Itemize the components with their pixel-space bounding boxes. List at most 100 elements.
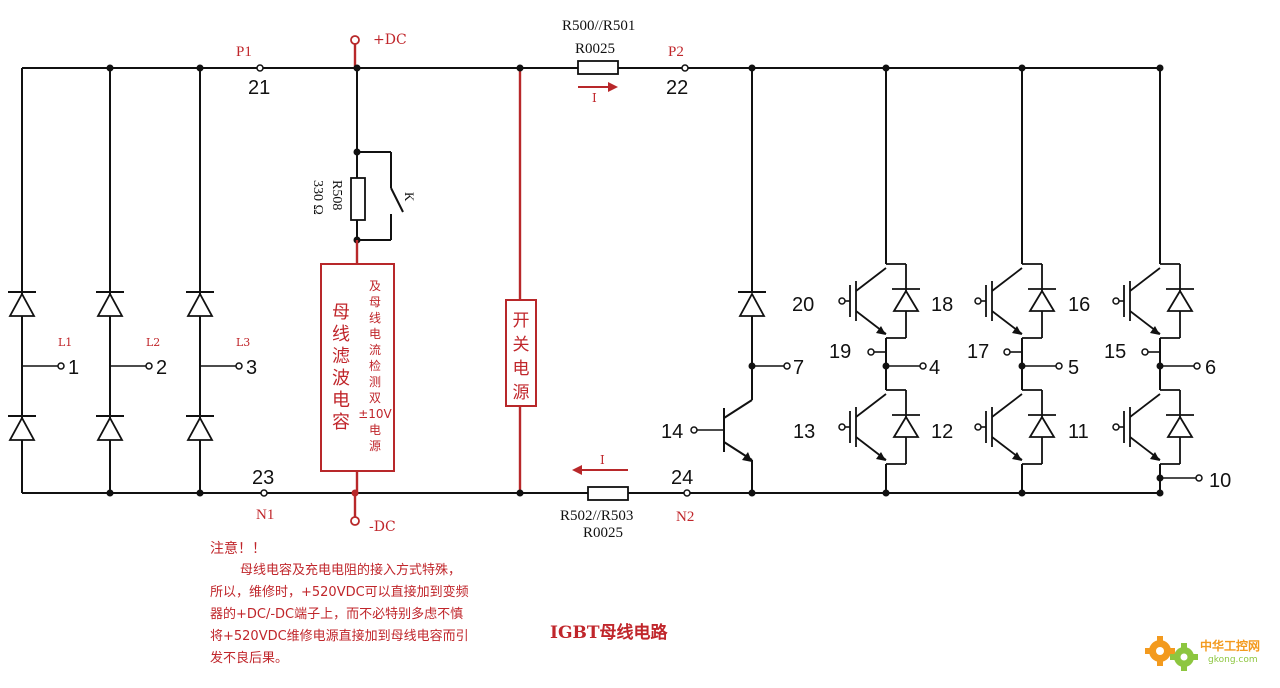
- switch-k-contact: [390, 187, 404, 213]
- cap-side-text-char: 电: [369, 423, 381, 437]
- note-line: 将+520VDC维修电源直接加到母线电容而引: [210, 628, 469, 644]
- gear-orange-icon: [1145, 636, 1175, 666]
- diode-d5: [96, 415, 124, 441]
- cap-side-text-char: ±10V: [358, 407, 392, 421]
- label-gate-19: 19: [829, 341, 851, 363]
- cap-side-text-char: 检: [369, 358, 381, 373]
- note-line: 器的+DC/-DC端子上，而不必特别多虑不慎: [210, 606, 463, 622]
- label-l1: L1: [58, 336, 72, 349]
- label-current-bottom: I: [600, 453, 605, 467]
- cap-side-text-char: 流: [369, 343, 381, 357]
- label-r508: R508: [329, 180, 344, 210]
- label-gate-15: 15: [1104, 341, 1126, 363]
- label-22: 22: [666, 77, 688, 99]
- current-arrow-bottom: [572, 465, 628, 475]
- psu-text-char: 源: [513, 383, 530, 403]
- label-out-10: 10: [1209, 470, 1231, 492]
- note-body: 母线电容及充电电阻的接入方式特殊， 所以，维修时，+520VDC可以直接加到变频器…: [210, 562, 469, 666]
- label-current-top: I: [592, 91, 597, 105]
- label-r0025-bottom: R0025: [583, 525, 623, 541]
- label-n2: N2: [676, 509, 694, 525]
- psu-text-char: 电: [513, 359, 530, 379]
- igbt-lower-1: [838, 389, 920, 465]
- charge-resistor-r508: [350, 68, 404, 264]
- watermark-url: gkong.com: [1208, 655, 1258, 665]
- watermark-name: 中华工控网: [1200, 638, 1260, 653]
- label-out-5: 5: [1068, 357, 1079, 379]
- label-gate-16: 16: [1068, 294, 1090, 316]
- igbt-upper-2: [974, 263, 1056, 339]
- label-gate-14: 14: [661, 421, 683, 443]
- label-gate-20: 20: [792, 294, 814, 316]
- terminal-24: [683, 489, 691, 497]
- note-title: 注意！！: [210, 540, 266, 557]
- label-out-6: 6: [1205, 357, 1216, 379]
- cap-side-text-char: 线: [369, 311, 381, 325]
- cap-side-text-char: 母: [369, 295, 381, 309]
- label-24: 24: [671, 467, 693, 489]
- label-gate-11: 11: [1068, 421, 1089, 443]
- cap-main-text-char: 波: [332, 368, 350, 389]
- label-out-4: 4: [929, 357, 940, 379]
- cap-side-text-char: 测: [369, 375, 381, 389]
- bus-capacitor-box: [320, 263, 395, 493]
- label-minus-dc: -DC: [369, 519, 396, 535]
- label-gate-13: 13: [793, 421, 815, 443]
- diode-d3: [186, 291, 214, 317]
- diode-d2: [96, 291, 124, 317]
- cap-side-text-char: 源: [369, 439, 381, 453]
- igbt-inverter-legs: [838, 64, 1203, 497]
- label-input-3: 3: [246, 357, 257, 379]
- label-l3: L3: [236, 336, 250, 349]
- igbt-upper-1: [838, 263, 920, 339]
- igbt-lower-2: [974, 389, 1056, 465]
- gear-green-icon: [1170, 643, 1198, 671]
- cap-side-text-char: 双: [369, 391, 381, 405]
- label-r508-value: 330 Ω: [310, 180, 325, 215]
- label-21: 21: [248, 77, 270, 99]
- label-switch-k: K: [402, 192, 417, 202]
- label-input-1: 1: [68, 357, 79, 379]
- gkong-watermark-logo: 中华工控网 gkong.com: [1145, 636, 1260, 671]
- cap-main-text-char: 母: [332, 302, 350, 323]
- note-line: 发不良后果。: [210, 650, 288, 666]
- diode-d4: [8, 415, 36, 441]
- cap-side-text-char: 电: [369, 327, 381, 341]
- brake-chopper: [690, 64, 791, 497]
- psu-text-char: 开: [513, 311, 530, 331]
- shunt-resistor-top: [577, 60, 619, 75]
- psu-text-char: 关: [513, 335, 530, 355]
- cap-main-text-char: 滤: [332, 346, 350, 367]
- label-plus-dc: +DC: [373, 32, 407, 48]
- cap-main-text-char: 线: [332, 324, 350, 345]
- diode-d1: [8, 291, 36, 317]
- note-line: 母线电容及充电电阻的接入方式特殊，: [240, 562, 461, 578]
- label-input-2: 2: [156, 357, 167, 379]
- cap-main-text-char: 容: [332, 412, 350, 433]
- cap-side-text-char: 及: [369, 279, 381, 293]
- label-n1: N1: [256, 507, 274, 523]
- label-23: 23: [252, 467, 274, 489]
- igbt-lower-3: [1112, 389, 1194, 465]
- igbt-upper-3: [1112, 263, 1194, 339]
- current-arrow-top: [578, 82, 618, 92]
- label-r0025-top: R0025: [575, 41, 615, 57]
- label-r500: R500//R501: [562, 18, 635, 34]
- note-line: 所以，维修时，+520VDC可以直接加到变频: [210, 584, 469, 600]
- diagram-title: IGBT母线电路: [550, 622, 668, 643]
- terminal-21: [256, 64, 264, 72]
- label-out-7: 7: [793, 357, 804, 379]
- label-gate-17: 17: [967, 341, 989, 363]
- rectifier-bridge: [8, 64, 243, 497]
- label-r502: R502//R503: [560, 508, 633, 524]
- label-gate-12: 12: [931, 421, 953, 443]
- label-p2: P2: [668, 44, 684, 60]
- label-p1: P1: [236, 44, 252, 60]
- shunt-resistor-bottom: [587, 486, 629, 501]
- label-l2: L2: [146, 336, 160, 349]
- switching-psu-branch: [505, 64, 537, 497]
